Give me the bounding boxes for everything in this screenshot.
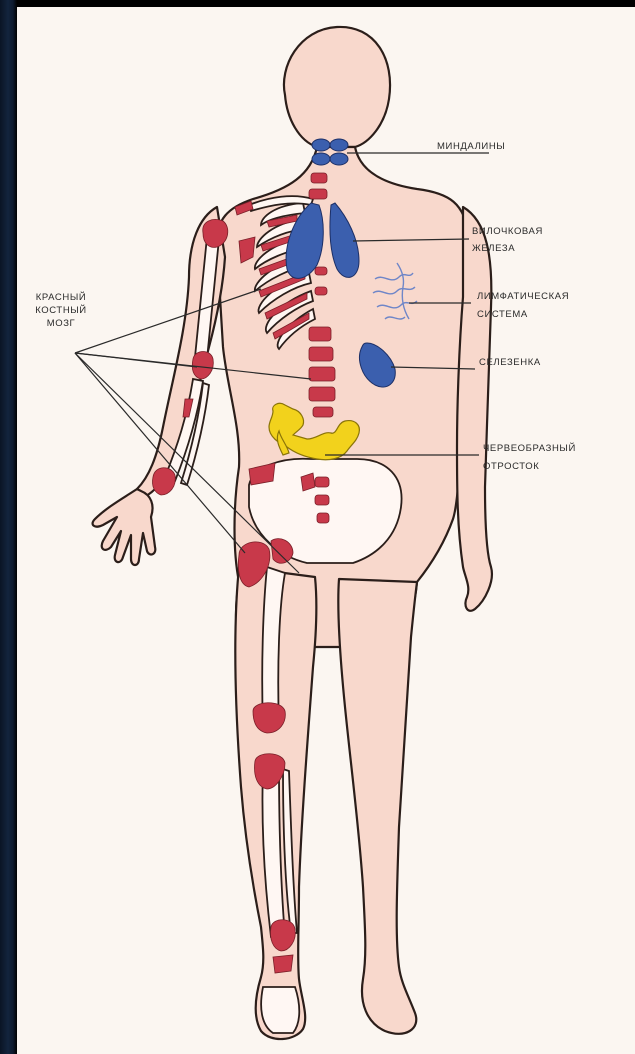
- diagram-frame: МИНДАЛИНЫ ВИЛОЧКОВАЯ ЖЕЛЕЗА ЛИМФАТИЧЕСКА…: [17, 7, 635, 1054]
- label-thymus-line2: ЖЕЛЕЗА: [472, 243, 515, 255]
- label-thymus-line1: ВИЛОЧКОВАЯ: [472, 226, 543, 238]
- label-marrow-line2: КОСТНЫЙ: [21, 305, 101, 317]
- label-appendix-line1: ЧЕРВЕОБРАЗНЫЙ: [483, 443, 576, 455]
- tonsil-left: [312, 139, 330, 151]
- foot-bones: [261, 987, 299, 1033]
- tonsil-right-lower: [330, 153, 348, 165]
- vertebra: [315, 477, 329, 487]
- tonsil-right: [330, 139, 348, 151]
- vertebra: [315, 495, 329, 505]
- tonsil-left-lower: [312, 153, 330, 165]
- vertebra: [315, 287, 327, 295]
- vertebra: [309, 189, 327, 199]
- left-hand: [93, 489, 156, 565]
- vertebra: [309, 387, 335, 401]
- right-leg: [338, 579, 417, 1034]
- immune-system-diagram: [17, 7, 635, 1054]
- vertebra: [309, 367, 335, 381]
- label-spleen: СЕЛЕЗЕНКА: [479, 357, 541, 369]
- label-lymph-line1: ЛИМФАТИЧЕСКАЯ: [477, 291, 569, 303]
- vertebra: [315, 267, 327, 275]
- label-marrow-line3: МОЗГ: [21, 318, 101, 330]
- vertebra: [317, 513, 329, 523]
- elbow-marrow: [192, 352, 213, 380]
- right-arm: [457, 207, 492, 611]
- wrist-marrow: [152, 468, 175, 495]
- foot-marrow: [273, 955, 293, 973]
- head: [284, 27, 390, 147]
- label-lymph-line2: СИСТЕМА: [477, 309, 528, 321]
- label-tonsils: МИНДАЛИНЫ: [437, 141, 505, 153]
- label-marrow-line1: КРАСНЫЙ: [21, 292, 101, 304]
- vertebra: [311, 173, 327, 183]
- vertebra: [309, 327, 331, 341]
- label-appendix-line2: ОТРОСТОК: [483, 461, 539, 473]
- vertebra: [309, 347, 333, 361]
- vertebra: [313, 407, 333, 417]
